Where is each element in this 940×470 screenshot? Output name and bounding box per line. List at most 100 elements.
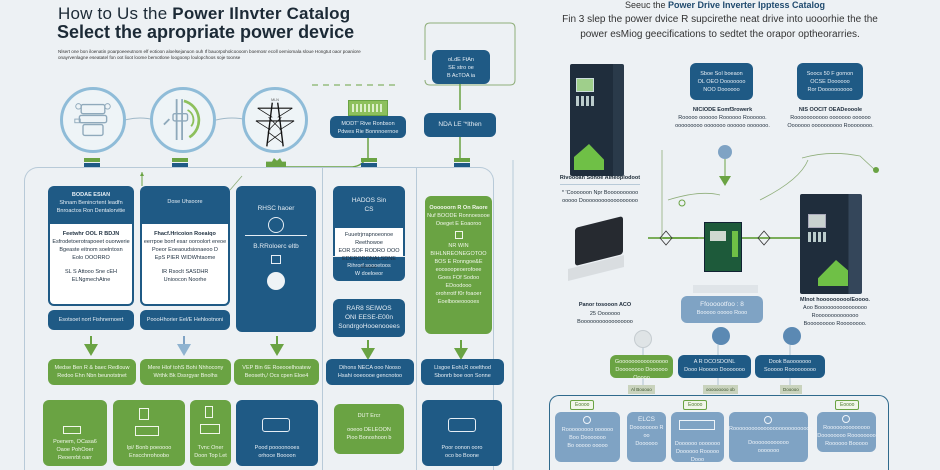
calendar-icon (271, 255, 281, 264)
card-body-line: W doeloeor (354, 271, 384, 277)
spec-card-3[interactable]: RHSC haoer B.RRoloerc eltb (236, 186, 316, 332)
step-line: Llsgoe Eohl,R ooelthod (434, 365, 491, 371)
info-card-3[interactable]: Doooooo ooooooo Doooooo Rooooo Dooo (671, 412, 724, 463)
right-subtitle: Fin 3 slep the power dvice R supcirethe … (540, 12, 900, 42)
card-body-line: Poeor Eoeaoudsionaeoo D (151, 247, 219, 253)
connector-stub (172, 163, 188, 167)
spec-line: Sboe SoI boeaon (700, 71, 743, 77)
spec-caption-1: NICIODE Eomf3rowerk Rooooo oooooo Rooooo… (675, 106, 770, 130)
step-line: Medse Ben R & baec Redlouw (54, 365, 130, 371)
info-line: Doooooooo R (629, 425, 664, 431)
top-right-box-line1: oLdE FtAn (448, 57, 474, 63)
product-caption-line: Booooooooooooooooo (577, 319, 633, 325)
info-panel-frame (549, 395, 889, 470)
gear-icon[interactable] (634, 330, 652, 348)
spec-card-5[interactable]: Oooooorn R On Raore Nuf BOODE Ronnoesooe… (425, 196, 492, 334)
step-box-2[interactable]: Mere Hlof tohS Bohi Nhhocony Wrthk Bk Ds… (140, 359, 231, 385)
spec-card-4[interactable]: HADOS Sin CS Fuuetrjrrapnoeonoe Reethowo… (333, 186, 405, 281)
device-card-6[interactable]: Poor oonon ooro oco bo Boone (422, 400, 502, 466)
connector-stub (84, 163, 100, 167)
card-line: Eoelbooeooooes (437, 299, 480, 305)
device-card-1[interactable]: Poenem, OCasa6 Oaoe PohOoer Reoenrbt oar… (43, 400, 107, 466)
card-body-line: eerrpoe bonf esar ooroolort ereoe (143, 239, 227, 245)
spec-line: OL OEO Dooooooo (697, 79, 746, 85)
product-caption-line: ooooo Doooooooooooooooooo (562, 198, 638, 204)
inverter-icon (448, 418, 476, 432)
arrow-down (454, 340, 468, 360)
nda-box[interactable]: NDA LE '*Ithen (424, 113, 496, 137)
info-card-1[interactable]: Rooooooooo oooooo Boo Dooooooo Bo ooooo … (555, 412, 620, 462)
card-body-line: ONI EESE-E00n (344, 314, 394, 321)
product-caption-line: 25 Ooooooo (589, 311, 621, 317)
spec-card-4-bottom[interactable]: RAR8 SEIWOS ONI EESE-E00n SondrgoHooenoo… (333, 299, 405, 337)
card-body-line: Unioocon Noorhe (163, 277, 207, 283)
card-body-line: SondrgoHooenooees (338, 323, 400, 330)
device-line: Reoenrbt oarr (58, 455, 92, 461)
catalog-box[interactable]: MODT' Rive Ronbson Pdwes Rie Bonnnoernoe (330, 116, 406, 138)
device-card-2[interactable]: Ipi/ Bonb poeoooo Enscchrrohoobo (113, 400, 185, 466)
nda-box-label: NDA LE '*Ithen (438, 121, 482, 128)
left-title-line1: How to Us the Power Ilnvter Catalog (58, 4, 350, 24)
right-step-box-2[interactable]: A R DCOSDONL Dooo Hooooo Dooooooo (678, 355, 751, 378)
tool-icon[interactable] (783, 327, 801, 345)
meter-panel-circle (60, 87, 126, 153)
right-step-box-1[interactable]: Goooooooooooooooo Doooooooo Doooooo Oooo… (610, 355, 673, 381)
info-card-5[interactable]: Roooooooooooooo Doooooooo Roooooooo Rooo… (817, 412, 876, 452)
device-icon (200, 424, 220, 434)
spec-box-1[interactable]: Sboe SoI boeaon OL OEO Dooooooo NOO Dooo… (690, 63, 753, 100)
title-prefix: How to Us the (58, 4, 173, 23)
device-card-4[interactable]: Pood poooonooes orhoce Boooon (236, 400, 318, 466)
step-box-1[interactable]: Medse Ben R & baec Redlouw Redoo Ehn Nbn… (48, 359, 136, 385)
catalog-panel-frame (24, 167, 494, 470)
left-description: Nlsert one bon iloenatin poarpoeeeutnom … (58, 49, 361, 60)
spec-card-2[interactable]: Dose Uhsoore Fhacf.Hricoion Roeaiqo eerr… (140, 186, 230, 330)
step-box-4[interactable]: Dihons NECA ooo Nooso Hsahi ooeoooe genc… (326, 359, 414, 385)
right-step-box-3[interactable]: Dook Baooooooo Sooooo Rooooooooo (755, 355, 825, 378)
card-body-line: SL S Attooo Sne cEH (64, 269, 118, 275)
device-line: Pioo Bonoshoon b (346, 435, 392, 441)
info-card-4[interactable]: Roooooooooooooooooooooooooo Dooooooooooo… (729, 412, 813, 462)
info-icon (583, 416, 591, 424)
meter-panel-icon (74, 103, 111, 137)
center-info-box[interactable]: Ffoooootfoo : 8 Booooo ooooo Rooo (681, 296, 763, 323)
card-line: NR WIN (448, 243, 469, 249)
spec-card-2-body: Fhacf.Hricoion Roeaiqo eerrpoe bonf esar… (140, 224, 230, 306)
spec-box-2[interactable]: Soocs 50 F gornon OCSE Doooooo Ror Doooo… (797, 63, 863, 100)
info-line: Roooooooooooooooooooooooooo (729, 426, 813, 432)
device-card-5[interactable]: DUT Ercr ooeoo DELEOON Pioo Bonoshoon b (334, 404, 404, 454)
card-head-line: Bnroactos Ron Dentalorvitie (56, 208, 126, 214)
device-icon (63, 426, 81, 434)
arrow-down (270, 336, 284, 356)
spec-card-1-footer[interactable]: Esotsoet nort Fishnernoert (48, 310, 134, 330)
spec-caption-line: Rooooooooooo ooooooo oooooo (790, 115, 871, 121)
connector-stub (454, 163, 470, 167)
device-card-3[interactable]: Tvnc Oner Doon Top Let (190, 400, 231, 466)
card-title: BODAE ESlAN (71, 192, 111, 198)
product-caption-line: Booooooooo Roooooooo. (803, 321, 867, 327)
card-body-line: IR Rsoclt SASDHR (161, 269, 209, 275)
step-line: VEP Bin 6E Roeooelhoatew (242, 365, 311, 371)
spec-caption-title: NIS OOCIT OEADeooole (798, 107, 863, 113)
step-line: Dooo Hooooo Dooooooo (684, 367, 745, 373)
arrow-down (177, 336, 191, 356)
spec-line: NOO Doooooo (703, 87, 740, 93)
card-body-line: Rihrorf soooetoos (347, 263, 391, 269)
spec-card-1[interactable]: BODAE ESlAN Shnam Benincrtent leadfn Bnr… (48, 186, 134, 330)
info-card-2[interactable]: ELCS Doooooooo R oo Doooooo (627, 412, 666, 462)
device-line: Ipi/ Bonb poeoooo (126, 445, 172, 451)
step-box-5[interactable]: Llsgoe Eohl,R ooelthod Sbonrb boe oon So… (421, 359, 504, 385)
info-line: oo (643, 433, 650, 439)
spec-card-2-footer[interactable]: PoooHhorier Eel/E Hehlootnoni (140, 310, 230, 330)
info-line: Boo Dooooooo (569, 435, 606, 441)
user-icon[interactable] (712, 327, 730, 345)
top-right-box[interactable]: oLdE FtAn SE stro oe B AcTOA ia (432, 50, 490, 84)
card-footer-label: Esotsoet nort Fishnernoert (58, 317, 124, 323)
spec-line: Soocs 50 F gornon (806, 71, 854, 77)
catalog-box-line2: Pdwes Rie Bonnnoernoe (337, 129, 399, 135)
step-box-3[interactable]: VEP Bin 6E Roeooelhoatew Beoseth,/ Ocs c… (234, 359, 319, 385)
card-line: Goes FOf Sodoo (437, 275, 480, 281)
gray-tag: Dooooo (780, 385, 802, 394)
inverter-keypad (808, 232, 826, 242)
spec-caption-line: Rooooo oooooo Roooooo Roooooo. (678, 115, 767, 121)
product-caption-title: Panor tosooon ACO (578, 302, 632, 308)
